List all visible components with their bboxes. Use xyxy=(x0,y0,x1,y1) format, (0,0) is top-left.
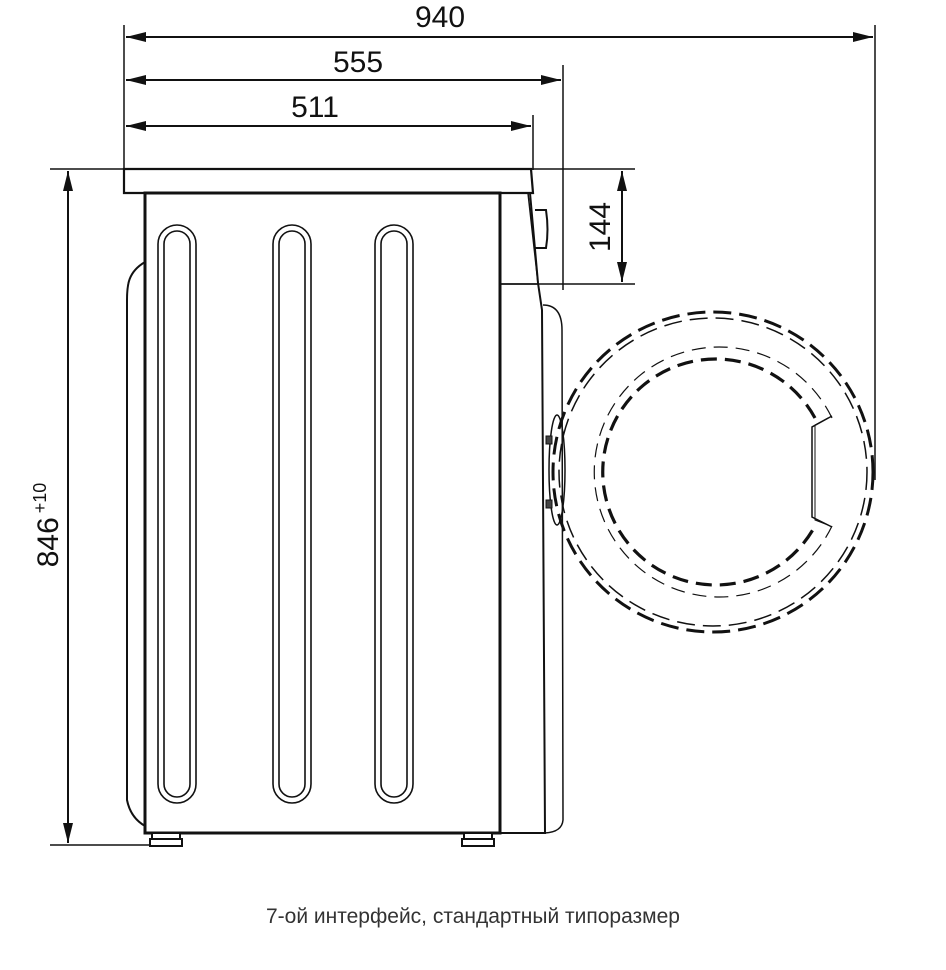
dim-555-label: 555 xyxy=(333,46,383,79)
svg-text:846+10: 846+10 xyxy=(30,483,65,568)
feet xyxy=(149,832,495,847)
dimension-144: 144 xyxy=(584,171,627,282)
dim-846-tolerance: +10 xyxy=(30,483,50,514)
dim-511-label: 511 xyxy=(291,91,339,124)
machine-body xyxy=(122,167,566,835)
side-slots xyxy=(157,224,414,804)
dim-846-label: 846 xyxy=(32,517,65,567)
drawing-caption: 7-ой интерфейс, стандартный типоразмер xyxy=(266,905,680,928)
dimension-511: 511 xyxy=(126,91,531,131)
extension-lines xyxy=(50,25,876,846)
dimension-555: 555 xyxy=(126,46,561,85)
open-door-outline xyxy=(551,310,875,634)
dimension-846: 846+10 xyxy=(30,171,73,843)
dim-940-label: 940 xyxy=(415,1,465,34)
dimension-940: 940 xyxy=(126,1,873,42)
dim-144-label: 144 xyxy=(584,202,617,252)
